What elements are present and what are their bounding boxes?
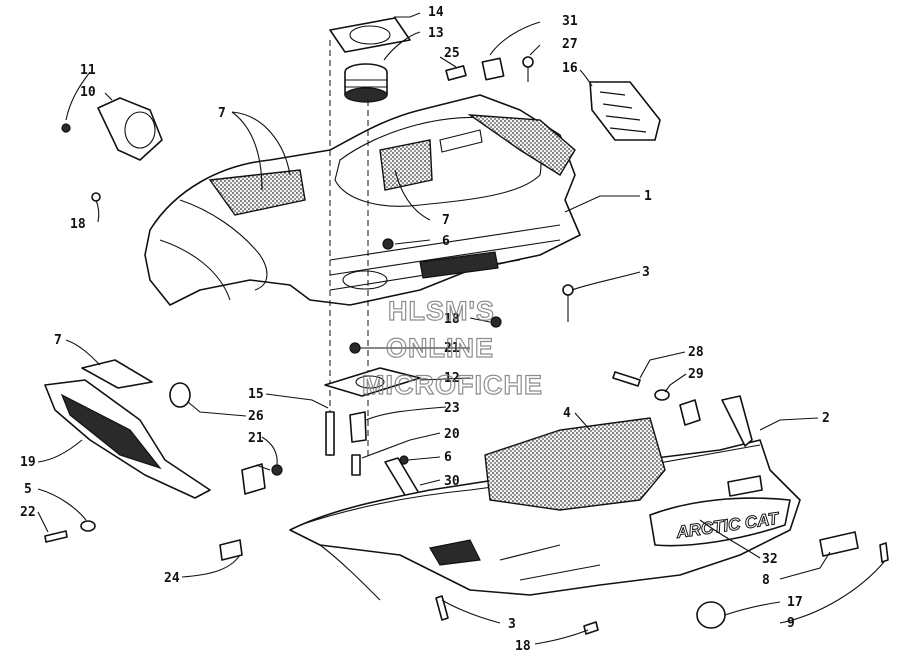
washer-part-29 [654, 389, 670, 401]
clip-part-25 [445, 65, 467, 81]
callout-labels: 14 13 25 31 27 16 11 10 7 1 18 6 3 7 18 … [20, 5, 830, 654]
callout-12: 12 [444, 371, 460, 386]
callout-28: 28 [688, 345, 704, 360]
callout-7-mid: 7 [442, 213, 450, 228]
callout-29: 29 [688, 367, 704, 382]
callout-1: 1 [644, 189, 652, 204]
callout-3-lower: 3 [508, 617, 516, 632]
watermark-line-3: MICROFICHE [362, 370, 543, 400]
callout-21-lower: 21 [248, 431, 264, 446]
watermark-line-1: HLSM'S [388, 296, 495, 326]
tab-part [679, 399, 701, 426]
nut-part-21-lower [271, 464, 283, 476]
decal-part-7-left [81, 359, 153, 389]
callout-16: 16 [562, 61, 578, 76]
grille-part-16 [589, 81, 661, 141]
callout-17: 17 [787, 595, 803, 610]
callout-8: 8 [762, 573, 770, 588]
rivet-part-3-lower [435, 595, 449, 621]
watermark: HLSM'S ONLINE MICROFICHE [361, 295, 543, 400]
bolt-part-15 [325, 411, 335, 456]
callout-6-lower: 6 [444, 450, 452, 465]
callout-22: 22 [20, 505, 36, 520]
callout-5: 5 [24, 482, 32, 497]
badge-part-8 [819, 531, 859, 557]
watermark-line-2: ONLINE [386, 333, 494, 363]
callout-25: 25 [444, 46, 460, 61]
nut-part-21-upper [349, 342, 361, 354]
washer-part-18 [91, 192, 101, 202]
callout-14: 14 [428, 5, 444, 20]
leader-lines [37, 12, 885, 645]
seal-part-31 [481, 57, 505, 81]
plug-part-17 [696, 601, 726, 629]
screw-part-18-lower [583, 621, 599, 635]
callout-7-top: 7 [218, 106, 226, 121]
callout-30: 30 [444, 474, 460, 489]
washer-part-5 [80, 520, 96, 532]
bumper-part-19 [44, 379, 211, 499]
screw-part-9 [879, 542, 889, 563]
callout-23: 23 [444, 401, 460, 416]
rivet-part-3 [562, 284, 574, 322]
callout-15: 15 [248, 387, 264, 402]
callout-21-upper: 21 [444, 341, 460, 356]
callout-4: 4 [563, 406, 571, 421]
bolt-part-20 [351, 454, 361, 476]
ring-part-26 [169, 382, 191, 408]
boot-part [344, 63, 388, 103]
center-axis-line [329, 40, 369, 460]
clip-part-24 [219, 539, 243, 561]
callout-6-upper: 6 [442, 234, 450, 249]
bolt-part-22 [44, 530, 68, 543]
plate-part [241, 463, 266, 495]
bolt-part-28 [612, 371, 641, 387]
upper-chassis-part [144, 94, 581, 306]
callout-18-lower: 18 [515, 639, 531, 654]
callout-7-left: 7 [54, 333, 62, 348]
callout-13: 13 [428, 26, 444, 41]
callout-11: 11 [80, 63, 96, 78]
nose-pan-part: ARCTIC CAT [289, 439, 801, 601]
callout-18-left: 18 [70, 217, 86, 232]
nut-part-6 [382, 238, 394, 250]
callout-19: 19 [20, 455, 36, 470]
callout-32: 32 [762, 552, 778, 567]
callout-26: 26 [248, 409, 264, 424]
screen-part-4 [484, 417, 666, 511]
callout-27: 27 [562, 37, 578, 52]
callout-24: 24 [164, 571, 180, 586]
nut-part-6-lower [399, 455, 409, 465]
callout-9: 9 [787, 616, 795, 631]
callout-3-upper: 3 [642, 265, 650, 280]
callout-10: 10 [80, 85, 96, 100]
headlight-housing-part [61, 97, 163, 161]
nut-part-18-upper [490, 316, 502, 328]
bracket-part [721, 395, 753, 447]
gasket-plate-part [329, 17, 411, 53]
callout-2: 2 [822, 411, 830, 426]
screw-part-27 [522, 56, 534, 82]
callout-18-mid: 18 [444, 312, 460, 327]
callout-20: 20 [444, 427, 460, 442]
callout-31: 31 [562, 14, 578, 29]
mounting-plate-part [324, 367, 421, 397]
bracket-part-23 [349, 411, 367, 443]
